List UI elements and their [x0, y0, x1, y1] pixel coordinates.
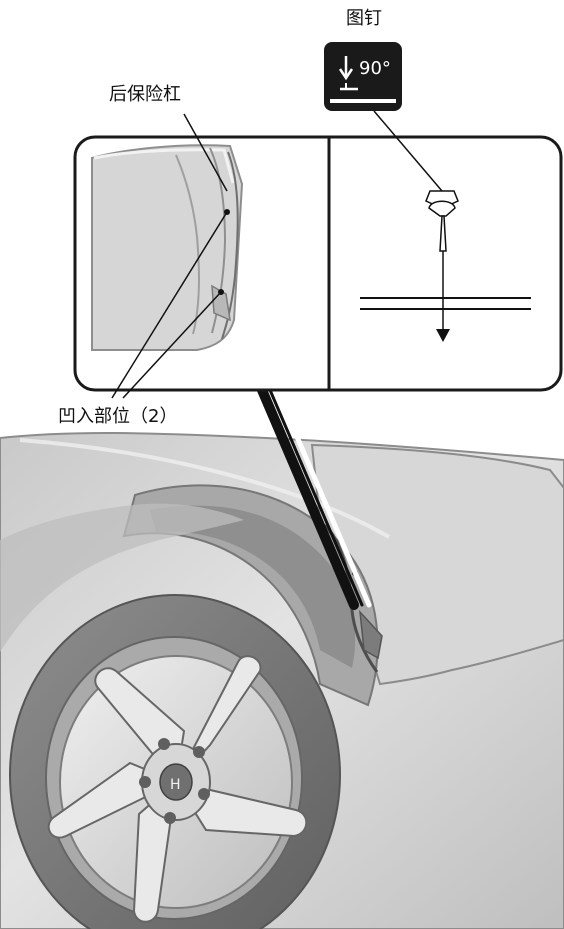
recess-leader-line-upper: [111, 211, 228, 399]
recess-leader-line-lower: [122, 291, 222, 399]
detail-panel: [73, 135, 563, 392]
vehicle-edge-highlight: [19, 438, 391, 539]
wheel-arch: [122, 484, 379, 707]
callout-lines: [111, 110, 443, 399]
wheel-arch-liner: [150, 505, 356, 668]
pushpin-installation-detail: [360, 190, 531, 342]
fender-shadow: [0, 503, 244, 652]
lug-nuts: [139, 738, 210, 824]
bumper-close-up: [91, 144, 244, 351]
rear-bumper-label: 后保险杠: [109, 84, 181, 105]
pushpin-icon: [425, 190, 459, 252]
pushpin-leader-line: [373, 110, 443, 192]
recess-points-label: 凹入部位（2）: [58, 406, 178, 427]
pushpin-label: 图钉: [346, 8, 382, 29]
detail-callout-lines: [257, 385, 372, 610]
wheel-center-cap: [159, 763, 193, 801]
pushpin-angle-icon-group: [324, 42, 402, 111]
down-arrow-icon: [436, 329, 450, 342]
bumper-leader-line: [183, 113, 228, 192]
install-angle-text: 90°: [359, 58, 391, 79]
rear-wheel: H: [9, 594, 341, 929]
honda-logo-icon: H: [170, 777, 181, 793]
